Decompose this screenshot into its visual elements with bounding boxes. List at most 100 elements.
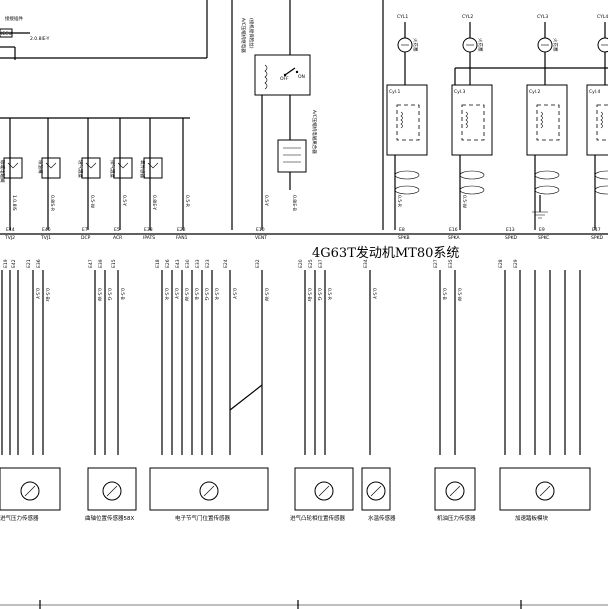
wire-code-bottom: 0.5-R: [326, 288, 332, 300]
ecu-pin-label: E10: [256, 227, 265, 233]
left-component-label: 碳罐电磁阀: [0, 160, 6, 183]
left-component-box: [41, 157, 61, 179]
sensor-pin-label: E34: [363, 259, 369, 268]
wire-code-top: 0.5-R: [184, 195, 190, 207]
sensor-symbol-icon: [535, 481, 555, 501]
sensor-box: [149, 467, 269, 511]
shield-ellipse: [394, 170, 420, 180]
wire-code-top: 0.5-W: [89, 195, 95, 209]
wire-code-bottom: 0.5-R: [163, 288, 169, 300]
ecu-pin-name: DCP: [81, 235, 91, 241]
sensor-pin-label: E24: [223, 259, 229, 268]
spark-plug-label: 火花塞: [552, 38, 559, 52]
ecu-pin-name: SPKB: [398, 235, 410, 241]
sensor-pin-label: E43: [175, 259, 181, 268]
sensor-pin-label: E33: [195, 259, 201, 268]
sensor-label: 进气凸轮相位置传感器: [290, 514, 346, 522]
left-component-4: 排气温度: [109, 157, 133, 179]
sensor-symbol-mark: [539, 485, 551, 497]
top-left-wire-line: 2.0.8lE-Y: [30, 36, 50, 42]
left-component-1: 碳罐电磁阀: [0, 157, 23, 183]
left-component-icon: [7, 162, 19, 169]
sensor-label: 曲轴位置传感器58X: [85, 514, 134, 522]
left-component-box: [81, 157, 101, 179]
wire-code-bottom: 0.5-Y: [34, 288, 40, 299]
sensor-label: 加速踏板模块: [515, 514, 549, 522]
spark-plug-label: 火花塞: [477, 38, 484, 52]
coil-box: [526, 84, 568, 156]
wire-code-bottom: 0.5-Y: [231, 288, 237, 299]
wire-code-top: 0.8lE-Y: [151, 195, 157, 210]
wire-code-top: 0.5-Y: [121, 195, 127, 206]
sensor-symbol-mark: [449, 485, 461, 497]
sensor-symbol-mark: [318, 485, 330, 497]
relay-switch-off: OFF: [280, 76, 289, 82]
sensor-pin-label: E21: [26, 259, 32, 268]
sensor-symbol-icon: [314, 481, 334, 501]
ecu-pin-label: E5: [114, 227, 120, 233]
ecu-divider: 4G63T发动机MT80系统: [0, 233, 608, 261]
ecu-pins-top-group: E44TVJ2E46TVJ1E7DCPE5ACRE38IPATSE22FAN1E…: [4, 195, 604, 241]
sensor-pin-label: E39: [98, 259, 104, 268]
shield-ellipse: [594, 170, 608, 180]
sensor-3: 电子节气门位置传感器: [149, 467, 269, 522]
coil-box: [451, 84, 493, 156]
sensor-symbol-icon: [20, 481, 40, 501]
sensor-pin-label: E41: [0, 259, 1, 268]
sensor-box: [0, 467, 61, 511]
sensor-box: [499, 467, 591, 511]
wire-code-bottom: 0.5-Br: [44, 288, 50, 302]
sensor-label: 水温传感器: [368, 514, 396, 522]
sensor-pin-label: E19: [3, 259, 9, 268]
left-component-icon: [117, 162, 129, 169]
coil-box: [586, 84, 608, 156]
ecu-pin-name: SPKC: [538, 235, 549, 241]
relay-side-label: A/C压缩机电磁离合器: [311, 110, 318, 154]
left-component-box: [3, 157, 23, 179]
top-left-note-1: 接接插件: [5, 15, 23, 22]
sensor-symbol-mark: [370, 485, 382, 497]
sensor-2: 曲轴位置传感器58X: [85, 467, 137, 522]
ecu-pin-name: SPKA: [448, 235, 460, 241]
bottom-components-group: 进气压力传感器 曲轴位置传感器58X 电子节气门位置传感器进气凸轮相位置传感器 水温传…: [0, 467, 591, 522]
wire-code-bottom: 0.5-Br: [306, 288, 312, 302]
shield-ellipse: [534, 170, 560, 180]
ecu-pin-name: VENT: [255, 235, 267, 241]
sensor-pin-label: E26: [165, 259, 171, 268]
sensor-wires-group: E41E19E42E21E36E47E39E15E18E26E43E30E33E…: [0, 259, 581, 455]
coil-winding-icon: [400, 111, 403, 129]
wire-code-bottom: 0.5-B: [119, 288, 125, 300]
sensor-pin-label: E23: [205, 259, 211, 268]
sensor-1: 进气压力传感器: [0, 467, 61, 522]
sensor-pin-label: E27: [433, 259, 439, 268]
ecu-pin-name: IPATS: [143, 235, 155, 241]
left-component-label: 氧传感器: [139, 160, 146, 178]
ecu-pin-label: E17: [592, 227, 601, 233]
sensor-box: [434, 467, 476, 511]
ecu-pin-name: TVJ2: [4, 235, 15, 241]
left-component-icon: [147, 162, 159, 169]
ecu-pin-label: E8: [399, 227, 405, 233]
cylinder-top-label: CYL1: [397, 14, 408, 20]
ground-icon: [532, 211, 548, 219]
relay-note: (接机舱保险丝): [248, 18, 255, 49]
spark-plug-label: 火花塞: [412, 38, 419, 52]
ecu-pin-label: E38: [144, 227, 153, 233]
ecu-pin-label: E22: [177, 227, 186, 233]
ac-relay: A/C压缩机继电器 (接机舱保险丝) OFF ON A/C压缩机电磁离合器: [240, 0, 318, 230]
coil-winding-icon: [600, 111, 603, 129]
wire-code-top: 0.8lE-B: [291, 195, 297, 211]
coil-label: Cyl.1: [389, 89, 400, 95]
sensor-pin-label: E30: [185, 259, 191, 268]
ecu-pin-label: E7: [82, 227, 88, 233]
cylinders-group: CYL1火花塞Cyl.1CYL2火花塞Cyl.3CYL3火花塞Cyl.2CYL4…: [386, 14, 608, 230]
sensor-symbol-icon: [366, 481, 386, 501]
wire-code-top: 1.0.8lS: [11, 195, 17, 211]
sensor-label: 进气压力传感器: [0, 514, 39, 522]
wire-code-bottom: 0.5-Y: [371, 288, 377, 299]
coil-label: Cyl.3: [454, 89, 465, 95]
left-components-group: 碳罐电磁阀喷油嘴进气温度排气温度氧传感器: [0, 117, 190, 230]
